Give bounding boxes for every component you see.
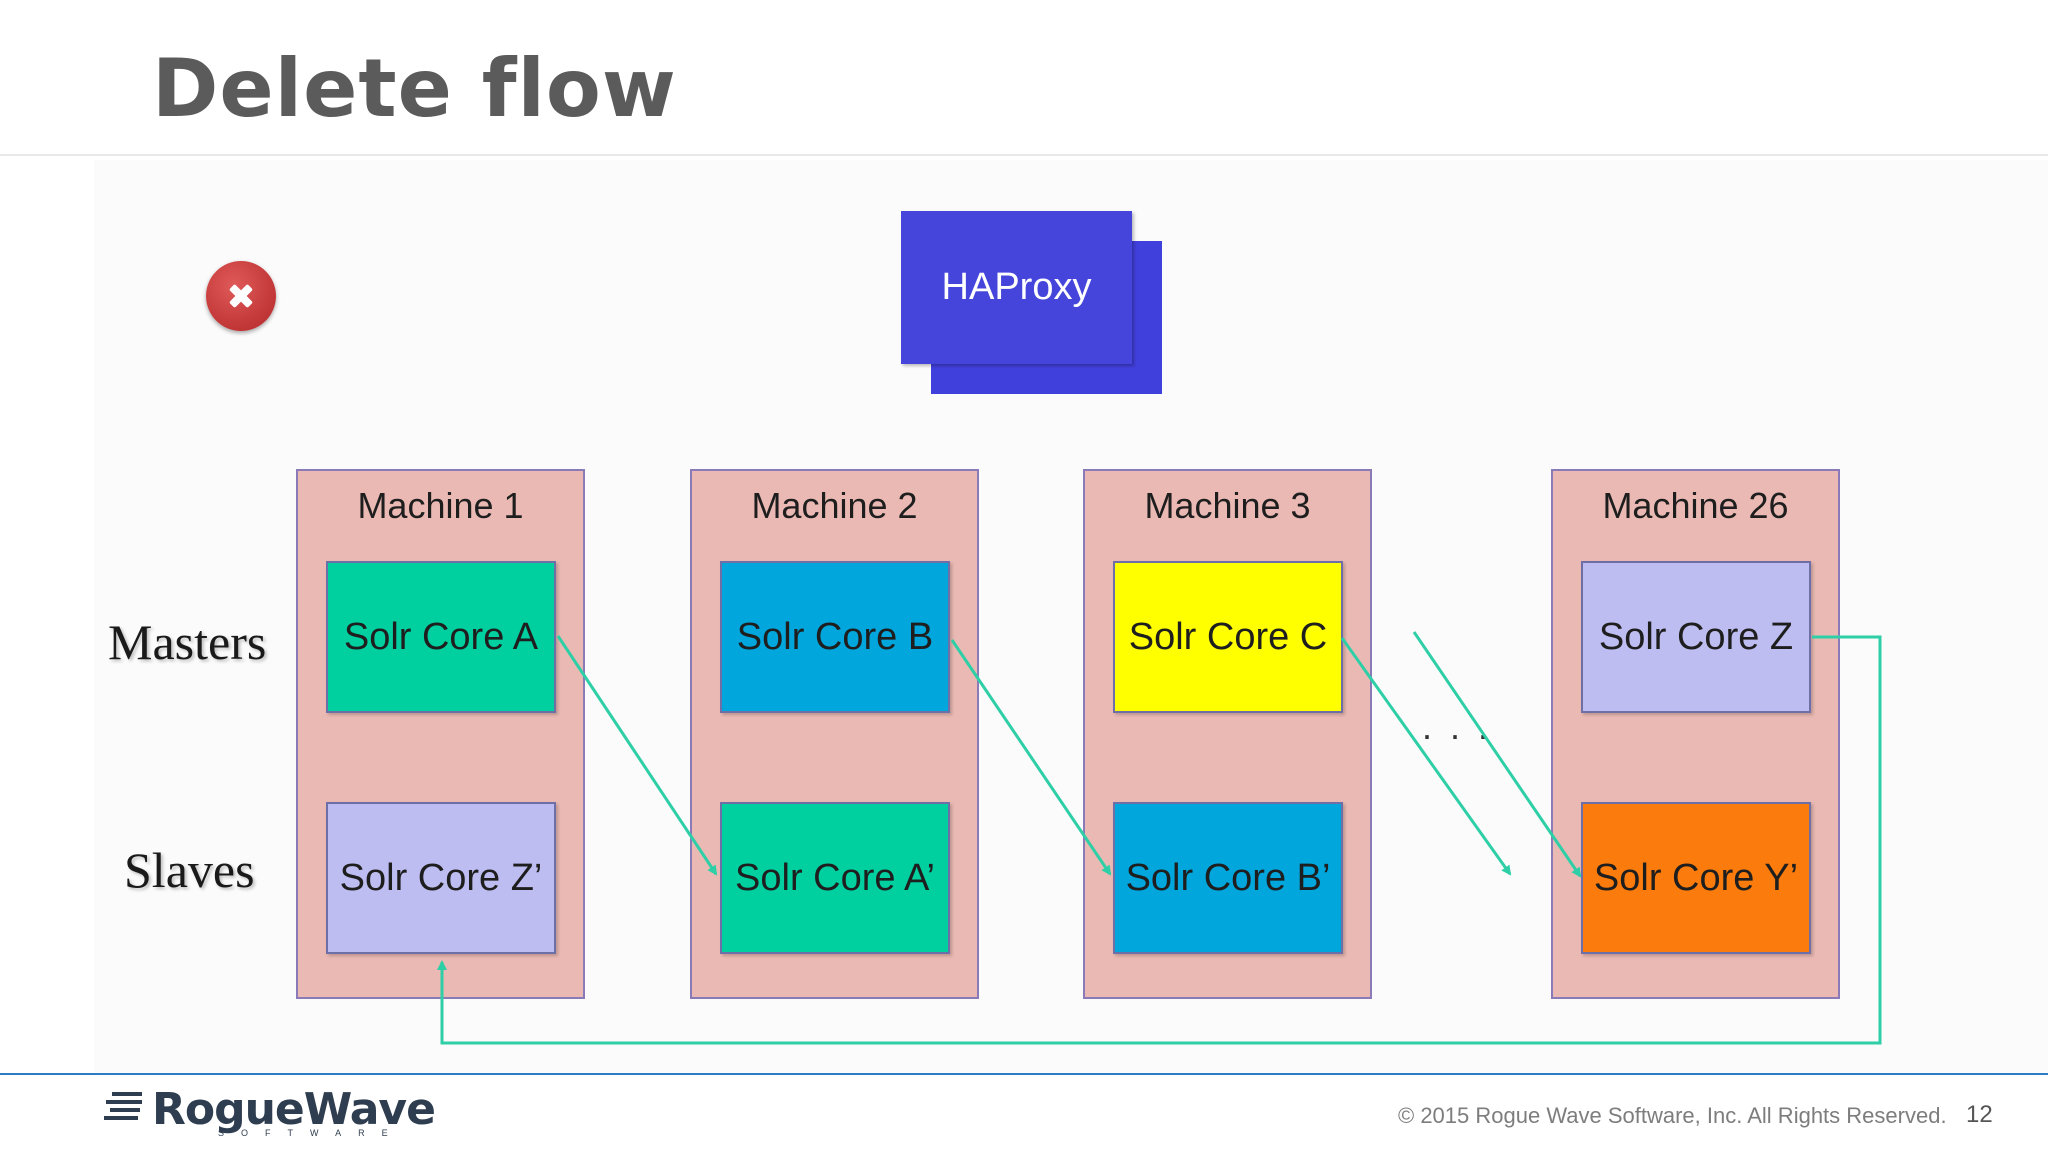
title-divider [0,154,2048,156]
core-label: Solr Core B’ [1125,856,1331,899]
slave-core: Solr Core Y’ [1581,802,1811,954]
row-label-masters: Masters [108,614,267,670]
machine-label: Machine 26 [1602,485,1789,526]
core-label: Solr Core C [1128,615,1328,658]
master-core: Solr Core A [326,561,556,713]
machine-2: Machine 2 Solr Core B Solr Core A’ [690,469,979,999]
company-logo: RogueWave [152,1084,436,1135]
arrow-a-to-a-prime [556,635,718,876]
master-core: Solr Core C [1113,561,1343,713]
core-label: Solr Core Z [1598,615,1794,658]
core-label: Solr Core Y’ [1593,856,1799,899]
roguewave-logo-icon [104,1092,142,1120]
arrow-c-to-next [1340,637,1512,876]
master-core: Solr Core B [720,561,950,713]
row-label-slaves: Slaves [124,842,255,898]
machine-1: Machine 1 Solr Core A Solr Core Z’ [296,469,585,999]
core-label: Solr Core A’ [735,856,935,899]
arrow-z-to-z-prime [437,635,1882,1045]
slave-core: Solr Core A’ [720,802,950,954]
footer-divider [0,1073,2048,1075]
company-logo-subtitle: SOFTWARE [218,1128,405,1138]
arrow-b-to-b-prime [950,639,1112,876]
haproxy-box: HAProxy [901,211,1132,364]
slave-core: Solr Core Z’ [326,802,556,954]
page-title: Delete flow [152,42,677,135]
page-number: 12 [1966,1101,1993,1128]
copyright-notice: © 2015 Rogue Wave Software, Inc. All Rig… [1398,1103,1947,1128]
machine-3: Machine 3 Solr Core C Solr Core B’ [1083,469,1372,999]
core-label: Solr Core Z’ [339,856,543,899]
haproxy-label: HAProxy [941,266,1092,308]
machine-label: Machine 3 [1144,485,1311,526]
master-core: Solr Core Z [1581,561,1811,713]
core-label: Solr Core A [343,615,539,658]
machine-label: Machine 1 [357,485,524,526]
machine-26: Machine 26 Solr Core Z Solr Core Y’ [1551,469,1840,999]
core-label: Solr Core B [736,615,934,658]
slave-core: Solr Core B’ [1113,802,1343,954]
arrow-prev-to-y-prime [1412,631,1582,878]
x-circle-icon [206,261,276,331]
machine-label: Machine 2 [751,485,918,526]
